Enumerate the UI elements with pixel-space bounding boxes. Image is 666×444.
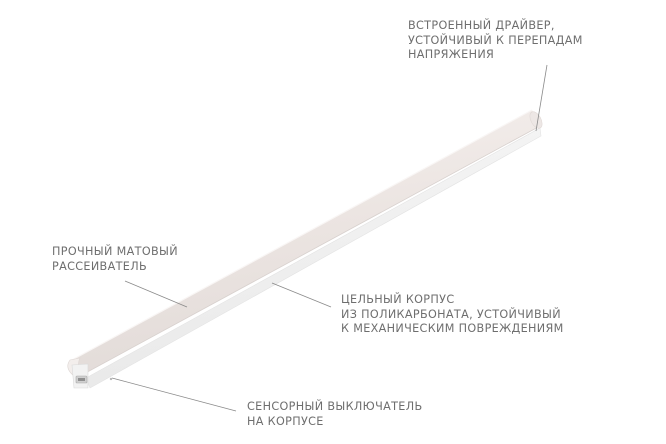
callout-diffuser-line-2: РАССЕИВАТЕЛЬ: [52, 259, 147, 273]
callout-driver-line-1: ВСТРОЕННЫЙ ДРАЙВЕР,: [408, 19, 555, 32]
tube-diffuser: [71, 109, 541, 377]
connector-socket-icon: [75, 375, 88, 384]
callout-housing-line-3: К МЕХАНИЧЕСКИМ ПОВРЕЖДЕНИЯМ: [341, 322, 564, 335]
callout-housing-line-2: ИЗ ПОЛИКАРБОНАТА, УСТОЙЧИВЫЙ: [341, 307, 561, 321]
callout-switch-line-2: НА КОРПУСЕ: [247, 414, 324, 428]
leader-line-driver: [535, 64, 548, 132]
callout-switch-line-1: СЕНСОРНЫЙ ВЫКЛЮЧАТЕЛЬ: [247, 400, 423, 413]
callout-driver-line-3: НАПРЯЖЕНИЯ: [408, 48, 495, 61]
callout-driver-line-2: УСТОЙЧИВЫЙ К ПЕРЕПАДАМ: [408, 33, 583, 47]
leader-line-housing: [271, 282, 332, 308]
tube-housing: [85, 127, 542, 389]
leader-line-switch: [111, 377, 237, 412]
touch-switch-dot: [109, 377, 113, 381]
callout-housing-line-1: ЦЕЛЬНЫЙ КОРПУС: [341, 293, 455, 306]
tube-end-cap-right: [529, 111, 543, 129]
callout-switch: СЕНСОРНЫЙ ВЫКЛЮЧАТЕЛЬ НА КОРПУСЕ: [247, 400, 423, 429]
callout-diffuser-line-1: ПРОЧНЫЙ МАТОВЫЙ: [52, 245, 178, 258]
leader-line-diffuser: [124, 280, 188, 308]
callout-housing: ЦЕЛЬНЫЙ КОРПУС ИЗ ПОЛИКАРБОНАТА, УСТОЙЧИ…: [341, 293, 564, 337]
callout-diffuser: ПРОЧНЫЙ МАТОВЫЙ РАССЕИВАТЕЛЬ: [52, 245, 178, 274]
callout-driver: ВСТРОЕННЫЙ ДРАЙВЕР, УСТОЙЧИВЫЙ К ПЕРЕПАД…: [408, 19, 583, 63]
